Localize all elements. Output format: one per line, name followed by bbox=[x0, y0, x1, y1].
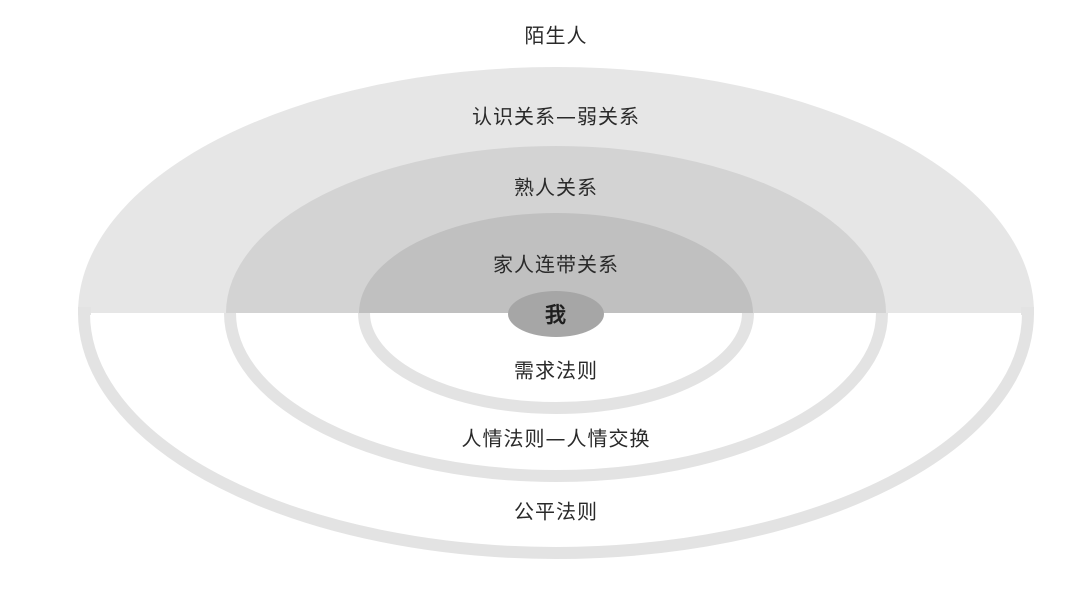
family-relationship-label: 家人连带关系 bbox=[493, 252, 619, 277]
middle-ring-outline bbox=[224, 313, 888, 482]
stranger-label: 陌生人 bbox=[524, 23, 588, 48]
center-oval bbox=[508, 291, 604, 337]
acquaintance-relationship-label: 熟人关系 bbox=[514, 175, 598, 200]
self-label: 我 bbox=[545, 303, 567, 327]
outer-ring-outline bbox=[78, 313, 1034, 559]
inner-ring-fill bbox=[359, 213, 753, 313]
inner-ring-outline bbox=[358, 313, 754, 414]
outer-ring-cap-right bbox=[1021, 307, 1034, 315]
weak-relationship-label: 认识关系—弱关系 bbox=[472, 104, 640, 129]
renqing-rule-label: 人情法则—人情交换 bbox=[461, 426, 651, 451]
outer-ring-cap-left bbox=[78, 307, 91, 315]
equity-rule-label: 公平法则 bbox=[514, 499, 598, 524]
need-rule-label: 需求法则 bbox=[514, 358, 598, 383]
